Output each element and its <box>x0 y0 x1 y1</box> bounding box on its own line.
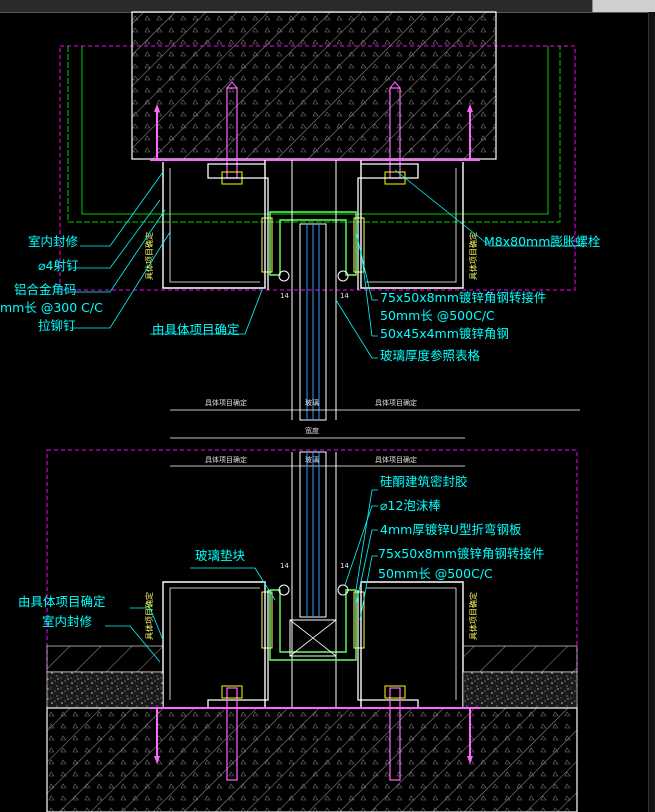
alu-angle-right-inner <box>366 168 457 283</box>
dim-top-mid: 玻璃 <box>305 398 319 407</box>
concrete-aggregate-top <box>132 12 496 159</box>
floor-finish-right <box>462 645 578 673</box>
shooting-nail-left-bottom <box>154 708 160 764</box>
steel-angle-right <box>357 163 419 290</box>
shooting-nail-right-bottom <box>467 708 473 764</box>
bottom-section: 具体项目确定 玻璃 具体项目确定 <box>46 449 578 812</box>
glass-block <box>289 619 337 657</box>
label-rivet: 拉铆钉 <box>38 318 76 333</box>
label-indoor-finish-bottom: 室内封修 <box>42 614 93 629</box>
alu-angle-left <box>162 160 266 289</box>
shooting-nail-left <box>154 104 160 160</box>
dim-v-left-bottom: 具体项目确定 <box>144 592 154 640</box>
dim-bot-mid: 玻璃 <box>305 455 319 464</box>
dim-bot-left: 具体项目确定 <box>205 455 247 464</box>
dim-v-right-top: 具体项目确定 <box>468 232 478 280</box>
sealant-right-top <box>353 217 365 273</box>
dim-bot-right: 具体项目确定 <box>375 455 417 464</box>
label-u-plate: 4mm厚镀锌U型折弯钢板 <box>380 522 522 537</box>
label-indoor-finish-top: 室内封修 <box>28 234 79 249</box>
label-silicone: 硅酮建筑密封胶 <box>380 474 468 489</box>
steel-angle-left <box>207 163 269 290</box>
screed-left <box>46 671 164 709</box>
top-section <box>59 11 576 421</box>
glass-top <box>299 223 327 421</box>
glass-bottom <box>299 451 327 618</box>
dim-v-left-top: 具体项目确定 <box>144 232 154 280</box>
window-controls[interactable] <box>592 0 655 12</box>
vertical-scrollbar[interactable] <box>648 12 655 812</box>
sealant-left-bottom <box>261 591 273 649</box>
label-angle-steel: 50x45x4mm镀锌角钢 <box>380 326 509 341</box>
label-connector-bottom-len: 50mm长 @500C/C <box>378 566 493 581</box>
label-glass-block: 玻璃垫块 <box>195 548 246 563</box>
label-by-project-bottom: 由具体项目确定 <box>18 594 106 609</box>
dim-gap-d: 14 <box>340 562 349 570</box>
label-connector-top: 75x50x8mm镀锌角钢转接件 <box>380 290 546 305</box>
label-connector-top-len: 50mm长 @500C/C <box>380 308 495 323</box>
top-green-outline <box>67 46 561 223</box>
label-foam-rod: ⌀12泡沫棒 <box>380 498 441 513</box>
alu-angle-left-inner <box>169 168 260 283</box>
dim-gap-b: 14 <box>340 292 349 300</box>
label-alu-angle: 铝合金角码 <box>14 282 77 297</box>
label-glass-thickness: 玻璃厚度参照表格 <box>380 348 481 363</box>
alu-angle-right <box>360 160 464 289</box>
expansion-bolt-left-bottom <box>221 685 243 781</box>
foam-rod-right-top <box>337 270 349 282</box>
top-dimensions: 具体项目确定 玻璃 具体项目确定 宽度 <box>170 398 580 439</box>
dim-top-right: 具体项目确定 <box>375 398 417 407</box>
dim-v-right-bottom: 具体项目确定 <box>468 592 478 640</box>
foam-rod-left-bottom <box>278 584 290 596</box>
floor-finish-left <box>46 645 164 673</box>
dim-total: 宽度 <box>305 426 319 435</box>
top-frame <box>59 45 576 291</box>
leader-lines <box>70 169 585 663</box>
alu-angle-right-bottom <box>360 581 464 708</box>
screed-right <box>462 671 578 709</box>
dim-top-left: 具体项目确定 <box>205 398 247 407</box>
sealant-left-top <box>261 217 273 273</box>
label-shooting-nail: ⌀4射钉 <box>38 258 79 273</box>
dim-gap-a: 14 <box>280 292 289 300</box>
top-green-outline-inner <box>81 46 549 215</box>
foam-rod-right-bottom <box>337 584 349 596</box>
alu-angle-left-bottom <box>162 581 266 708</box>
foam-rod-left-top <box>278 270 290 282</box>
u-plate-bottom <box>269 589 357 661</box>
label-connector-bottom: 75x50x8mm镀锌角钢转接件 <box>378 546 544 561</box>
steel-angle-left-bottom <box>207 590 269 708</box>
label-by-project-top: 由具体项目确定 <box>152 322 240 337</box>
expansion-bolt-right-bottom <box>384 685 406 781</box>
steel-angle-right-bottom <box>357 590 419 708</box>
label-alu-angle-len: mm长 @300 C/C <box>0 300 103 315</box>
shooting-nail-right <box>467 104 473 160</box>
label-expansion-bolt: M8x80mm膨胀螺栓 <box>484 234 601 249</box>
dim-gap-c: 14 <box>280 562 289 570</box>
